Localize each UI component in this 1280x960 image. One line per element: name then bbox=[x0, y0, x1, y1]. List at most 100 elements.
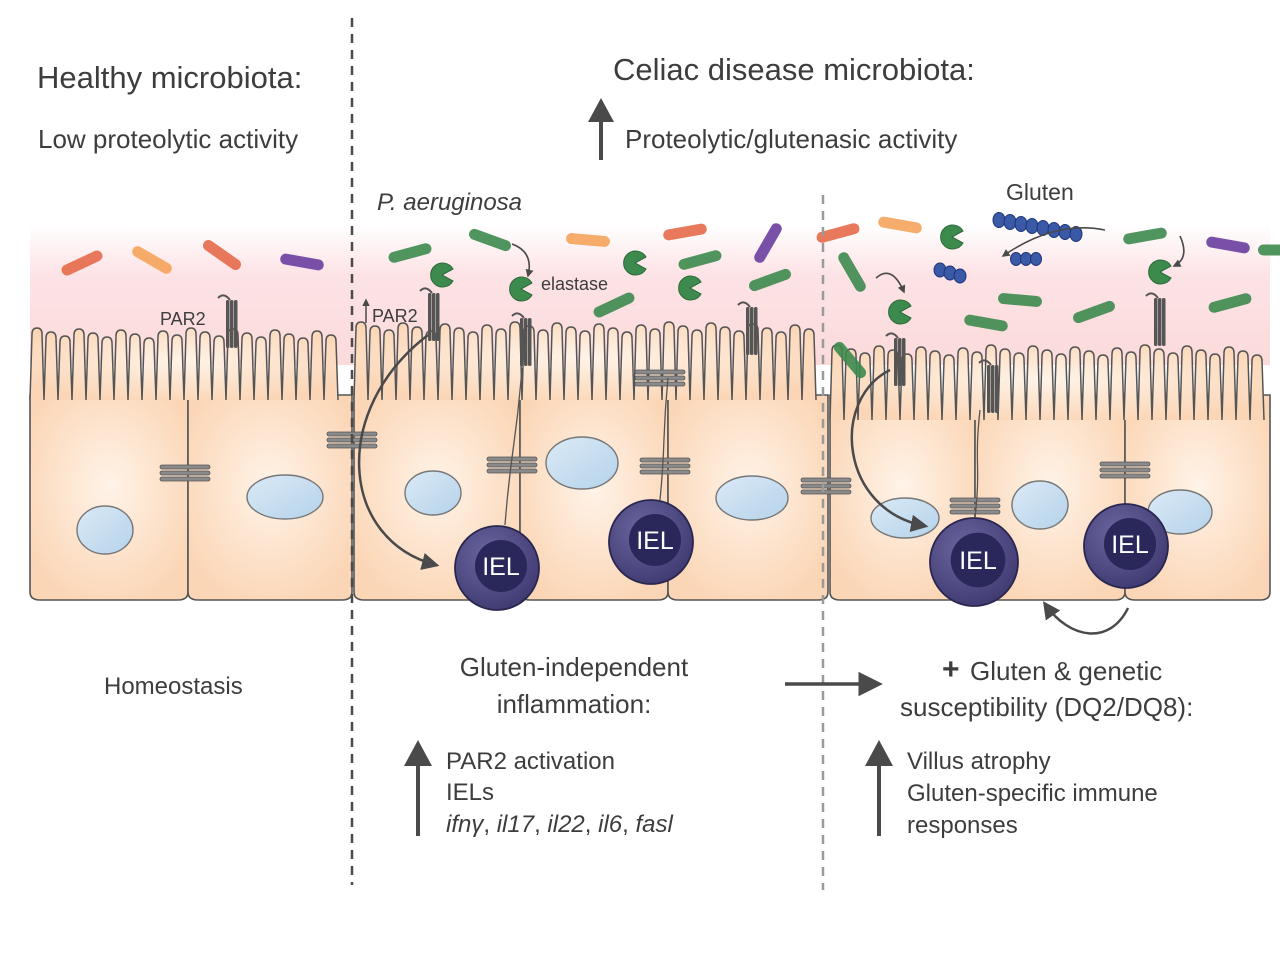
iel-label: IEL bbox=[1111, 531, 1149, 559]
microvilli bbox=[29, 321, 1265, 421]
healthy-title: Healthy microbiota: bbox=[37, 60, 302, 95]
bacterium bbox=[388, 243, 432, 263]
gluten-unit bbox=[1003, 214, 1017, 230]
gluten-unit bbox=[1069, 226, 1083, 242]
bacterium bbox=[202, 240, 242, 270]
par2-receptor bbox=[524, 318, 528, 366]
bacterium bbox=[566, 233, 610, 247]
cell-nucleus bbox=[715, 475, 789, 521]
right-list-item: Gluten-specific immune bbox=[907, 780, 1158, 807]
tight-junction bbox=[800, 489, 852, 495]
par2-receptor bbox=[528, 318, 532, 366]
iel-core bbox=[1103, 517, 1157, 571]
curved-arrow bbox=[1172, 235, 1185, 267]
par2-receptor bbox=[995, 365, 999, 413]
bacterium bbox=[1123, 227, 1167, 245]
elastase-enzyme bbox=[1148, 259, 1172, 285]
mid-title-line1: Gluten-independent bbox=[460, 652, 689, 682]
nuclei bbox=[76, 436, 1213, 555]
elastase-label: elastase bbox=[541, 274, 608, 294]
par2-ligand bbox=[217, 294, 231, 301]
bacterium bbox=[1072, 300, 1116, 324]
elastase-enzyme bbox=[509, 276, 533, 302]
mid-gene-list: ifnγ, il17, il22, il6, fasl bbox=[446, 811, 673, 838]
par2-receptor bbox=[432, 293, 436, 341]
mid-list-item: IELs bbox=[446, 779, 494, 806]
bacterium bbox=[1206, 236, 1250, 254]
process-arrow bbox=[1043, 601, 1130, 635]
plus-sign: + bbox=[942, 653, 960, 686]
celiac-title: Celiac disease microbiota: bbox=[613, 52, 975, 87]
bacterium bbox=[748, 268, 792, 292]
tight-junction bbox=[159, 476, 211, 482]
p-aeruginosa-label: P. aeruginosa bbox=[377, 189, 522, 216]
bacterium bbox=[280, 253, 324, 271]
par2-label-mid: PAR2 bbox=[372, 306, 418, 326]
iel-core bbox=[474, 539, 528, 593]
healthy-subtitle: Low proteolytic activity bbox=[38, 124, 298, 154]
tight-junction bbox=[1099, 467, 1151, 473]
bacterium bbox=[663, 223, 707, 241]
par2-receptor bbox=[1154, 298, 1158, 346]
mid-title-line2: inflammation: bbox=[497, 689, 652, 719]
microvilli-row bbox=[29, 327, 339, 401]
par2-receptor bbox=[1158, 298, 1162, 346]
par2-receptor bbox=[991, 365, 995, 413]
epithelial-cell bbox=[29, 394, 189, 601]
elastase-enzyme bbox=[678, 275, 702, 301]
mid-up-arrow-icon bbox=[404, 740, 432, 766]
process-arrow bbox=[357, 334, 440, 570]
par2-receptor bbox=[754, 307, 758, 355]
bacterium bbox=[878, 216, 922, 234]
up-arrow-activity-icon bbox=[588, 98, 614, 122]
tight-junction bbox=[639, 457, 691, 463]
receptor-stalk bbox=[504, 367, 523, 526]
tight-junction bbox=[159, 470, 211, 476]
gluten-unit bbox=[1020, 252, 1032, 266]
par2-ligand bbox=[737, 301, 751, 308]
bacterium bbox=[998, 293, 1042, 307]
tight-junctions bbox=[159, 369, 1151, 515]
tight-junction bbox=[1099, 461, 1151, 467]
elastase-enzymes bbox=[430, 224, 1172, 325]
curved-arrow bbox=[511, 243, 534, 278]
cell-nucleus bbox=[76, 505, 134, 555]
bacterium bbox=[132, 246, 172, 274]
bacterium bbox=[678, 250, 722, 270]
bacterium bbox=[1208, 293, 1252, 313]
homeostasis-label: Homeostasis bbox=[104, 673, 243, 700]
iel-core bbox=[628, 513, 682, 567]
curved-arrow bbox=[1001, 227, 1106, 257]
elastase-enzyme bbox=[940, 224, 964, 250]
par2-receptor bbox=[894, 338, 898, 386]
curved-arrow bbox=[875, 272, 906, 294]
par2-ligand bbox=[1145, 292, 1159, 299]
tight-junction bbox=[949, 503, 1001, 509]
gluten-unit bbox=[1010, 252, 1022, 266]
right-list-item: Villus atrophy bbox=[907, 748, 1051, 775]
par2-receptor bbox=[436, 293, 440, 341]
receptor-stalk bbox=[974, 409, 981, 519]
bacterium bbox=[593, 292, 635, 318]
gluten-peptides bbox=[933, 212, 1083, 284]
gluten-unit bbox=[992, 212, 1006, 228]
tight-junction bbox=[634, 375, 686, 381]
iel-label: IEL bbox=[959, 547, 997, 575]
par2-receptor bbox=[987, 365, 991, 413]
bacterium bbox=[816, 223, 860, 243]
celiac-subtitle: Proteolytic/glutenasic activity bbox=[625, 124, 957, 154]
cell-nucleus bbox=[545, 436, 619, 490]
gluten-unit bbox=[1030, 252, 1042, 266]
tight-junction bbox=[486, 462, 538, 468]
gluten-unit bbox=[1014, 216, 1028, 232]
bacterium bbox=[61, 250, 103, 276]
tight-junction bbox=[159, 464, 211, 470]
elastase-enzyme bbox=[623, 250, 647, 276]
mid-list-item: PAR2 activation bbox=[446, 748, 615, 775]
par2-ligand bbox=[419, 287, 433, 294]
par2-ligand bbox=[511, 312, 525, 319]
tight-junction bbox=[800, 483, 852, 489]
bacterium bbox=[1258, 244, 1280, 256]
